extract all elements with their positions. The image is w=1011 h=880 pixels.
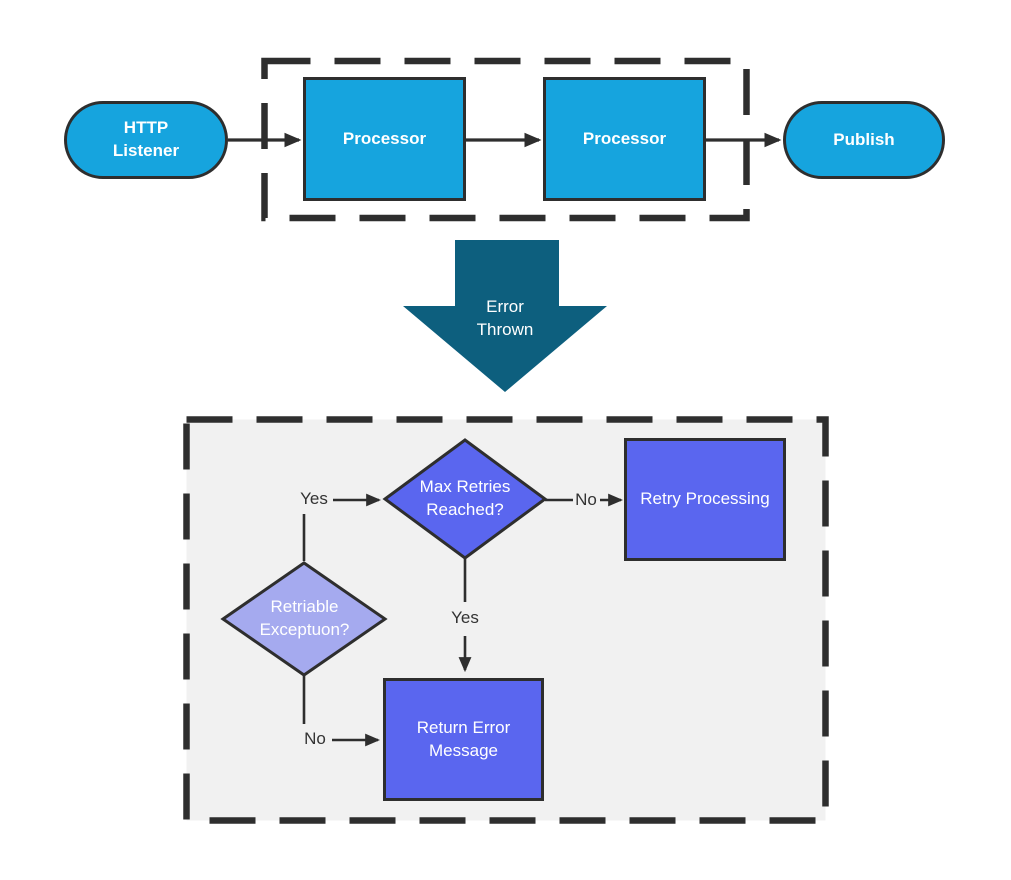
decision-retriable-exception-diamond: [220, 561, 388, 677]
node-http-listener: HTTP Listener: [64, 101, 228, 179]
edge-label-maxretries-no: No: [575, 490, 597, 509]
node-processor-1-label: Processor: [342, 128, 427, 148]
edge-label-retriable-yes: Yes: [300, 489, 328, 508]
node-retry-processing-label: Retry Processing: [640, 489, 770, 509]
node-retry-processing: Retry Processing: [624, 438, 786, 561]
node-return-error-message-label: Return Error Message: [416, 717, 511, 760]
node-publish-label: Publish: [833, 129, 895, 149]
node-processor-1: Processor: [303, 77, 466, 201]
node-processor-2-label: Processor: [582, 128, 667, 148]
error-thrown-arrow: [403, 240, 607, 392]
edge-label-maxretries-yes: Yes: [451, 608, 479, 627]
edge-label-retriable-no: No: [304, 729, 326, 748]
node-return-error-message: Return Error Message: [383, 678, 544, 801]
node-publish: Publish: [783, 101, 945, 179]
node-processor-2: Processor: [543, 77, 706, 201]
node-http-listener-label: HTTP Listener: [112, 118, 180, 160]
